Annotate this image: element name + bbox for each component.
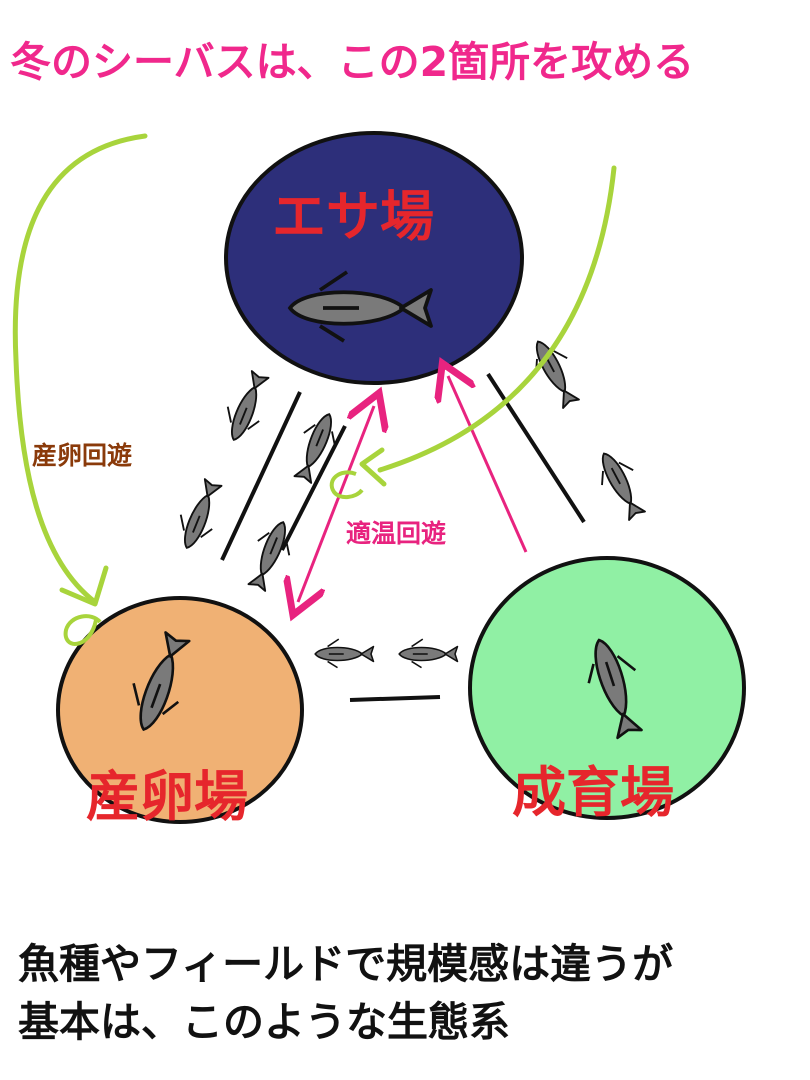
fish-icon xyxy=(216,366,277,447)
caption-line-2: 基本は、このような生態系 xyxy=(18,998,510,1046)
arrowhead-icon xyxy=(359,447,387,487)
spawning-migration-arrow xyxy=(12,133,148,605)
feeding-ground-circle xyxy=(224,131,524,385)
spawning-ground-circle xyxy=(56,596,304,824)
fish-icon xyxy=(314,638,375,669)
feeding-ground-label: エサ場 xyxy=(272,185,434,248)
caption: 魚種やフィールドで規模感は違うが 基本は、このような生態系 xyxy=(18,935,808,1051)
fish-icon xyxy=(398,638,459,669)
caption-line-1: 魚種やフィールドで規模感は違うが xyxy=(18,940,674,988)
fish-icon xyxy=(169,474,230,555)
spawning-ground-label: 産卵場 xyxy=(86,765,248,828)
loop-mark-icon xyxy=(63,614,102,646)
nursery-to-feeding-arrow xyxy=(448,376,528,553)
temperature-migration-green-arrow xyxy=(377,165,617,473)
fish-icon xyxy=(588,444,654,525)
nursery-ground-label: 成育場 xyxy=(512,761,674,824)
spawning-migration-label: 産卵回遊 xyxy=(32,441,133,470)
arrowhead-icon xyxy=(59,565,109,607)
loop-mark-icon xyxy=(329,470,364,499)
temperature-migration-label: 適温回遊 xyxy=(346,519,447,548)
flow-line xyxy=(349,695,441,702)
temperature-migration-arrow xyxy=(298,406,374,602)
page-title: 冬のシーバスは、この2箇所を攻める xyxy=(10,38,695,86)
flow-line xyxy=(486,372,586,524)
